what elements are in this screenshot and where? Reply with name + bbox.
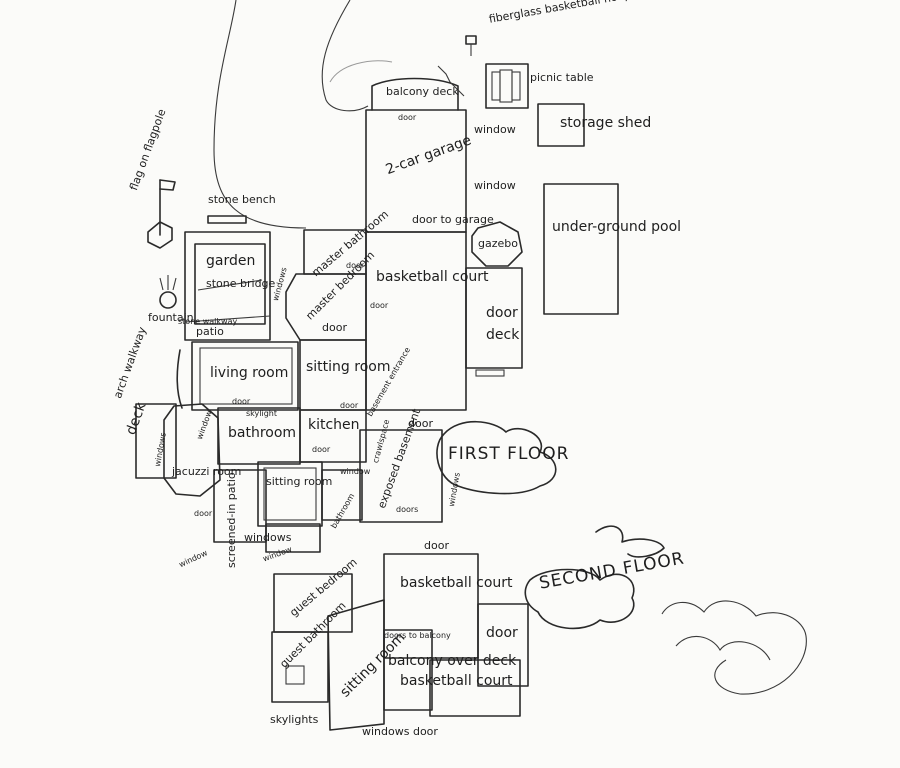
deck-right-label: deck bbox=[486, 327, 520, 343]
bathroom-lower-shape bbox=[321, 469, 363, 521]
door-right-label: door bbox=[408, 417, 433, 430]
balcony-deck-shape bbox=[371, 77, 459, 111]
windows-bottom-label: windows bbox=[244, 531, 292, 544]
balcony-over-shape bbox=[429, 659, 521, 717]
kitchen-label: kitchen bbox=[308, 417, 360, 433]
arch-walkway-path bbox=[176, 349, 183, 409]
stone-bridge-line bbox=[197, 279, 263, 291]
skylight-box bbox=[285, 665, 305, 685]
gazebo-label: gazebo bbox=[478, 237, 518, 250]
stone-bench-label: stone bench bbox=[208, 193, 276, 206]
picnic-table-top bbox=[499, 69, 513, 103]
door-room-shape bbox=[477, 603, 529, 687]
living-room-inner bbox=[199, 347, 293, 405]
pool-shape bbox=[543, 183, 619, 315]
picnic-area-shape bbox=[485, 63, 529, 109]
jacuzzi-label: jacuzzi room bbox=[172, 465, 242, 478]
second-floor-cloud bbox=[524, 568, 635, 630]
living-room-shape bbox=[191, 341, 299, 411]
second-floor-tail bbox=[595, 525, 665, 558]
picnic-bench-right bbox=[511, 71, 521, 101]
door-sc-label: door bbox=[194, 509, 213, 518]
sitting-room-lower-label: sitting room bbox=[266, 475, 333, 488]
driveway-curve-left bbox=[213, 0, 307, 229]
doors-label: doors bbox=[396, 505, 419, 514]
skylights-label: skylights bbox=[270, 713, 319, 726]
picnic-table-label: picnic table bbox=[530, 71, 594, 84]
door-kitchen-label: door bbox=[312, 445, 331, 454]
deck-left-shape bbox=[135, 403, 177, 479]
fountain-icon bbox=[159, 275, 177, 309]
door-mb2-label: door bbox=[346, 261, 365, 270]
shrub-scribble bbox=[329, 60, 393, 83]
signature-line bbox=[675, 635, 771, 661]
balcony-over-label: balcony over deck bbox=[388, 653, 517, 669]
door-deck-label: door bbox=[486, 305, 518, 321]
first-floor-cloud bbox=[436, 421, 557, 495]
door-to-garage-label: door to garage bbox=[412, 213, 494, 226]
door-small-label: door bbox=[232, 397, 251, 406]
stone-bridge-label: stone bridge bbox=[206, 277, 276, 290]
windows-bottom-shape bbox=[265, 523, 321, 553]
bathroom-label: bathroom bbox=[228, 425, 297, 441]
garden-outline bbox=[184, 231, 271, 341]
storage-shed-label: storage shed bbox=[560, 115, 652, 131]
guest-bathroom-shape bbox=[271, 631, 329, 703]
door-bc-label: door bbox=[370, 301, 389, 310]
deck-right-shape bbox=[465, 267, 523, 369]
basketball-court2-label: basketball court bbox=[400, 575, 513, 591]
door-r2-label: door bbox=[486, 625, 518, 641]
living-room-label: living room bbox=[210, 365, 289, 381]
sitting-room-2-shape bbox=[327, 599, 385, 731]
doors-balcony-label: doors to balcony bbox=[384, 631, 451, 640]
garden-bed bbox=[194, 243, 266, 325]
screened-patio-shape bbox=[213, 469, 267, 543]
window-small2-label: window bbox=[340, 467, 371, 476]
flagpole-icon bbox=[147, 179, 176, 249]
hoop-icon bbox=[465, 35, 477, 45]
fountain-label: fountain bbox=[148, 311, 194, 324]
jacuzzi-room-shape bbox=[163, 403, 221, 497]
sitting-room-label: sitting room bbox=[306, 359, 391, 375]
window-garage-label: window bbox=[474, 123, 516, 136]
door-sr-label: door bbox=[340, 401, 359, 410]
storage-shed-shape bbox=[537, 103, 585, 147]
doors-balcony-shape bbox=[383, 629, 433, 711]
sitting-room-lower-shape bbox=[257, 461, 323, 527]
gazebo-shape bbox=[471, 221, 523, 267]
stone-bench-shape bbox=[207, 215, 247, 224]
signature-scribble bbox=[661, 600, 807, 695]
walkway-line bbox=[184, 315, 271, 323]
driveway-curve-right bbox=[321, 0, 369, 112]
picnic-bench-left bbox=[491, 71, 501, 101]
door-garage-label: door bbox=[398, 113, 417, 122]
door-mb-label: door bbox=[322, 321, 347, 334]
sitting-room-lower-inner bbox=[263, 467, 317, 521]
stone-walkway-label: stone walkway bbox=[178, 317, 238, 326]
basketball-court3-label: basketball court bbox=[400, 673, 513, 689]
sitting-room-shape bbox=[299, 339, 367, 411]
patio-top-label: patio bbox=[196, 325, 224, 338]
window-garage2-label: window bbox=[474, 179, 516, 192]
stairs-lines bbox=[437, 65, 465, 97]
deck-steps bbox=[475, 369, 505, 377]
skylight-label: skylight bbox=[246, 409, 277, 418]
door-top2-label: door bbox=[424, 539, 449, 552]
first-floor-label: FIRST FLOOR bbox=[448, 444, 570, 464]
garden-label: garden bbox=[206, 253, 256, 269]
balcony-deck-label: balcony deck bbox=[386, 85, 459, 98]
pool-label: under-ground pool bbox=[552, 219, 682, 235]
basketball-court-label: basketball court bbox=[376, 269, 489, 285]
exposed-basement-shape bbox=[359, 429, 443, 523]
screened-label: screened-in patio bbox=[225, 472, 238, 568]
windows-door-label: windows door bbox=[362, 725, 438, 738]
